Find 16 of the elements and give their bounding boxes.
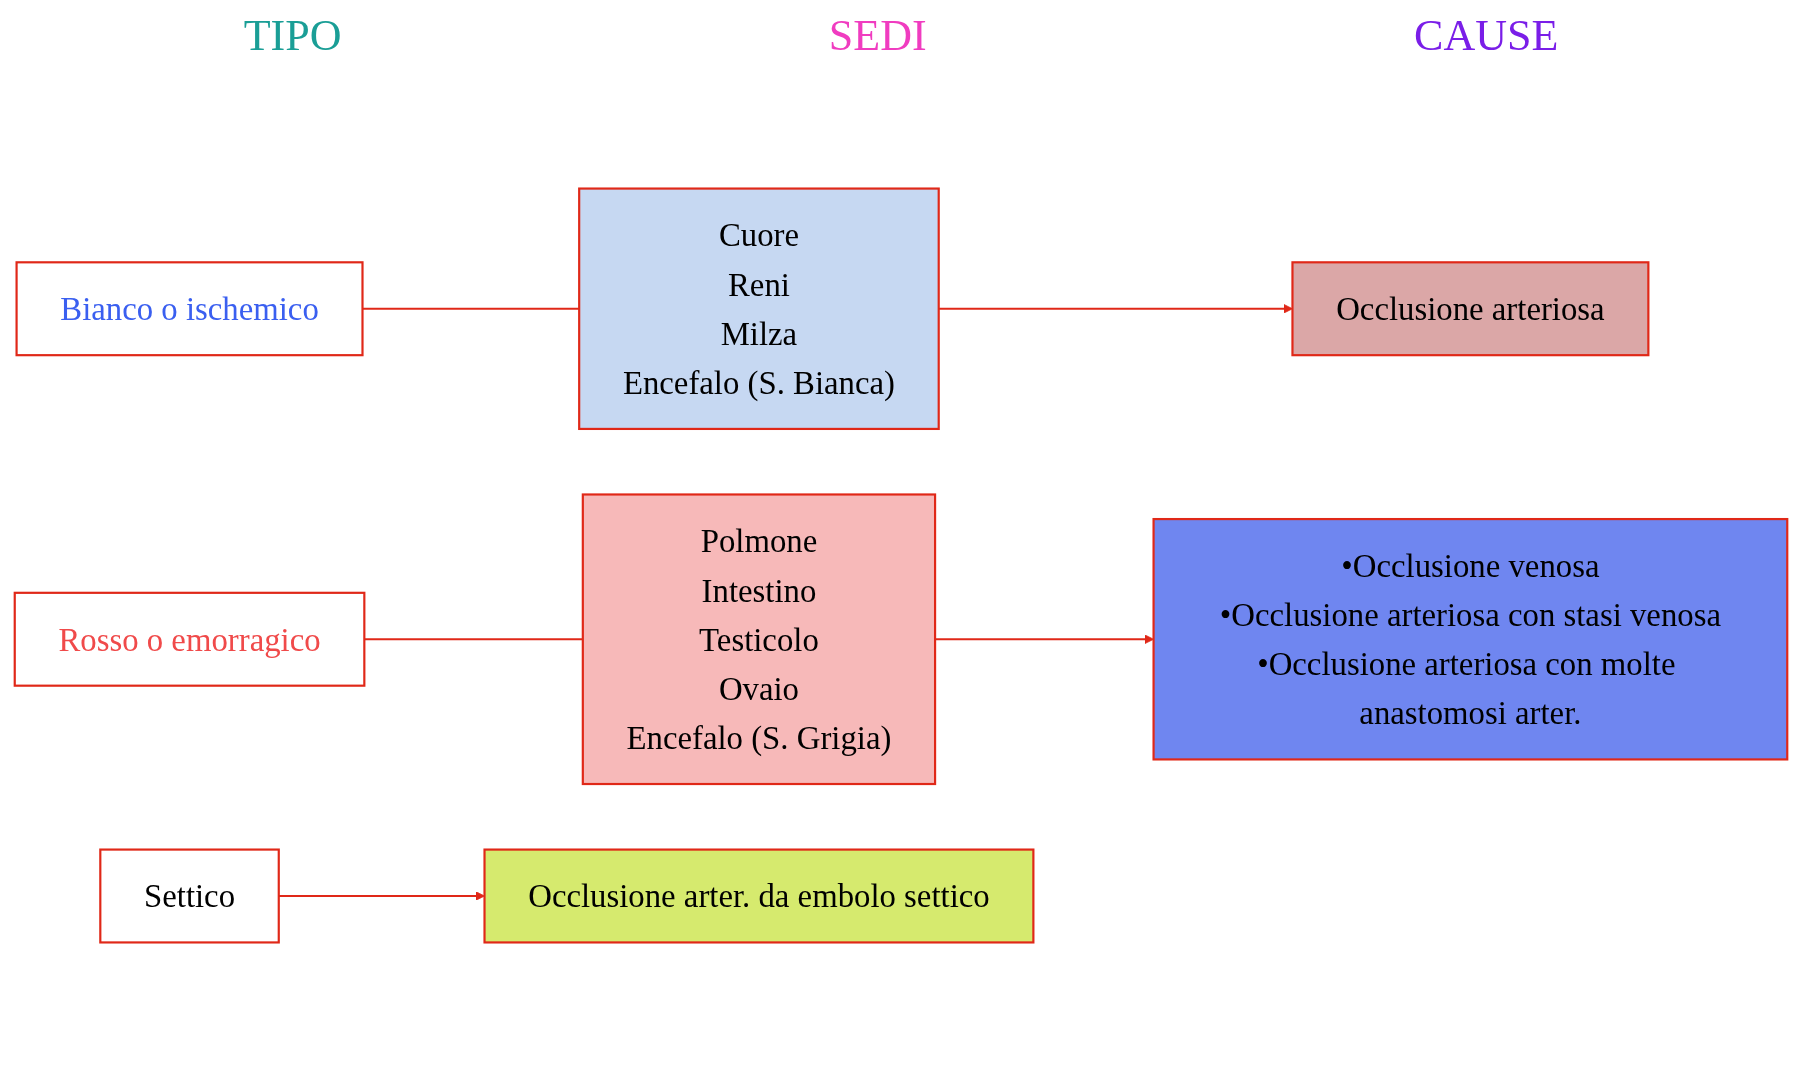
node-box: Occlusione arteriosa xyxy=(1291,260,1650,356)
connector xyxy=(362,307,580,310)
connector xyxy=(364,637,583,640)
node-box: Bianco o ischemico xyxy=(15,260,364,356)
column-heading: CAUSE xyxy=(1414,9,1559,61)
node-box: •Occlusione venosa •Occlusione arteriosa con stasi venosa •Occlusione arteriosa con molte anastomosi arter. xyxy=(1152,517,1789,761)
node-box: Cuore Reni Milza Encefalo (S. Bianca) xyxy=(578,186,940,430)
node-box: Polmone Intestino Testicolo Ovaio Encefalo (S. Grigia) xyxy=(581,492,937,785)
node-box: Rosso o emorragico xyxy=(13,591,366,687)
node-box: Settico xyxy=(99,847,280,944)
arrow xyxy=(935,633,1154,644)
arrow xyxy=(278,890,485,901)
node-box: Occlusione arter. da embolo settico xyxy=(483,847,1035,944)
column-heading: TIPO xyxy=(243,9,342,61)
arrow xyxy=(938,303,1293,314)
column-heading: SEDI xyxy=(828,9,927,61)
